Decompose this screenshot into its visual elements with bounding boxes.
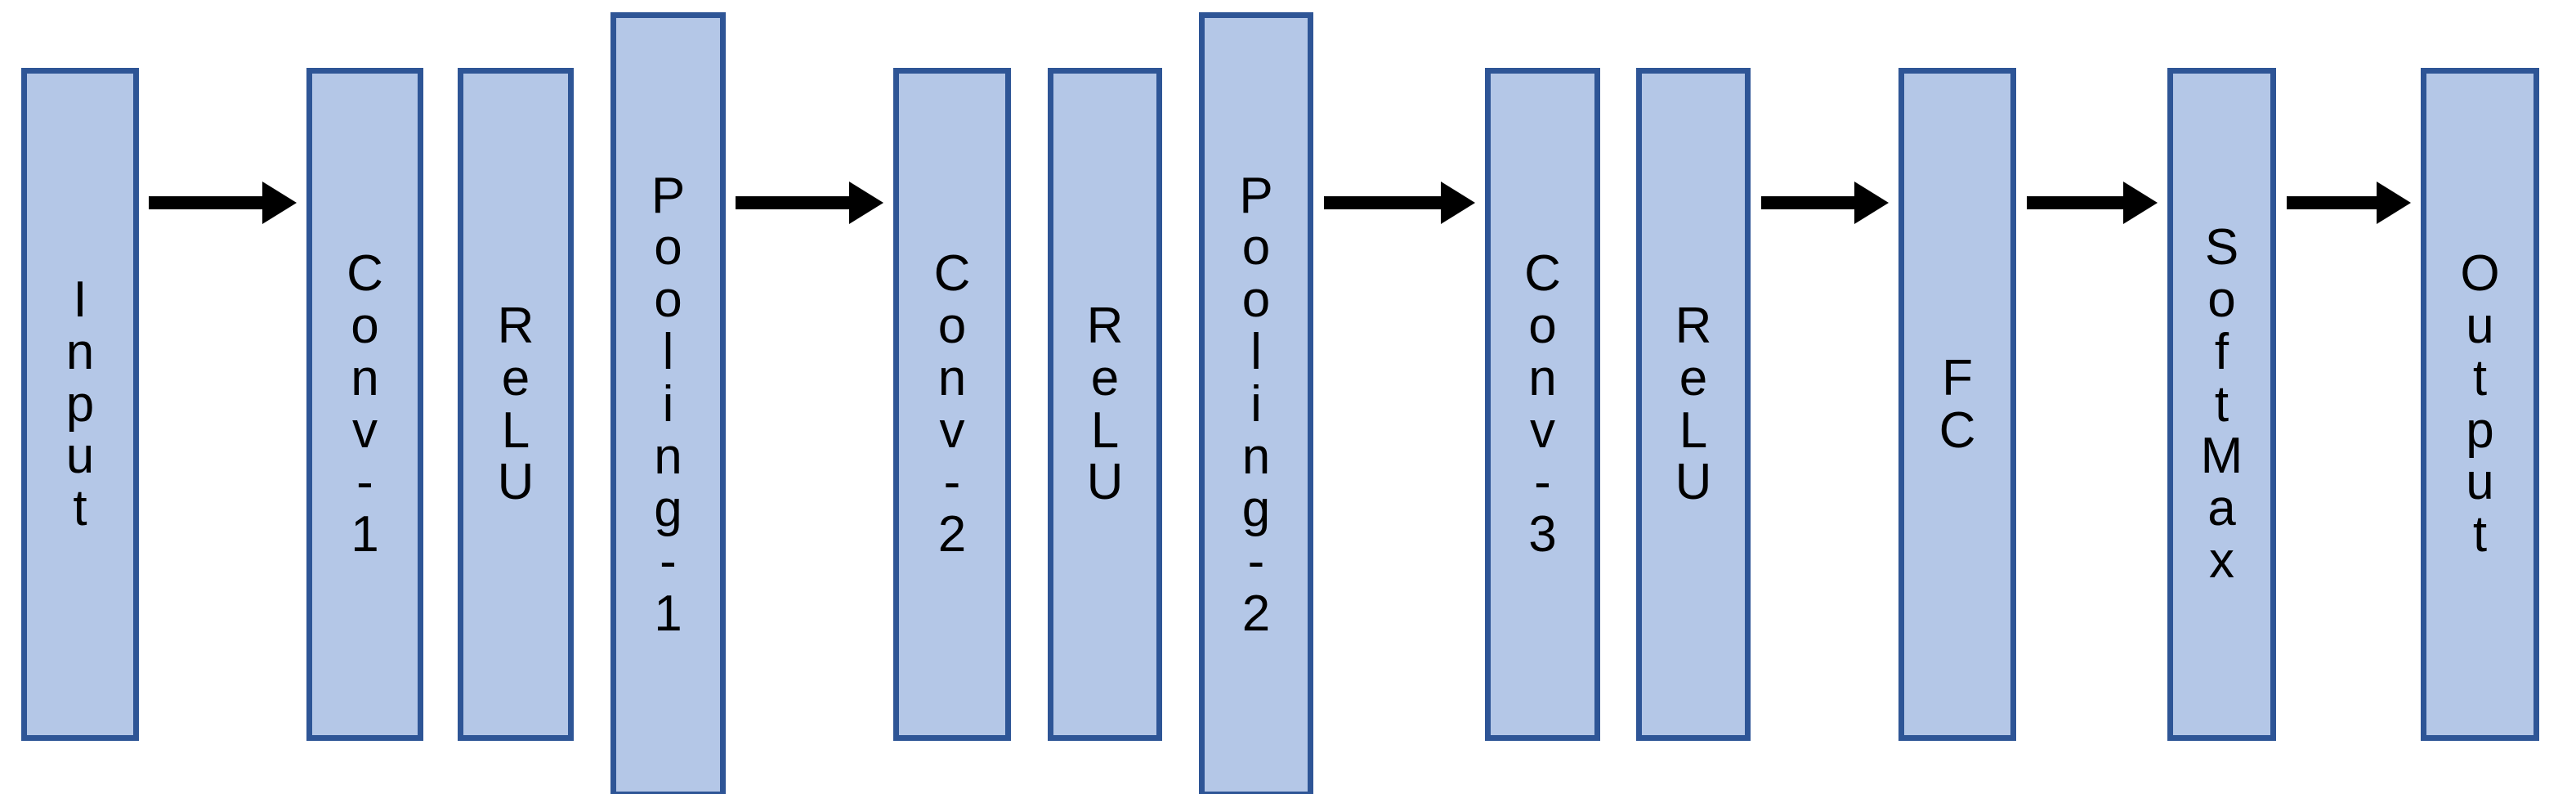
layer-box-output: O u t p u t <box>2421 68 2539 741</box>
layer-box-conv-3: C o n v - 3 <box>1485 68 1600 741</box>
layer-box-relu-3: R e L U <box>1636 68 1751 741</box>
layer-label-pooling-1: P o o l i n g - 1 <box>651 167 686 642</box>
layer-box-softmax: S o f t M a x <box>2167 68 2276 741</box>
layer-label-output: O u t p u t <box>2460 244 2500 563</box>
layer-label-conv-1: C o n v - 1 <box>347 244 383 563</box>
layer-label-pooling-2: P o o l i n g - 2 <box>1239 167 1273 642</box>
layer-box-relu-1: R e L U <box>458 68 574 741</box>
layer-box-pooling-1: P o o l i n g - 1 <box>610 12 726 794</box>
layer-box-fc: F C <box>1898 68 2016 741</box>
layer-label-conv-2: C o n v - 2 <box>933 244 971 563</box>
layer-label-relu-1: R e L U <box>497 297 534 511</box>
layer-label-input: I n p u t <box>65 271 95 537</box>
layer-label-relu-3: R e L U <box>1675 297 1712 511</box>
layer-box-conv-2: C o n v - 2 <box>893 68 1011 741</box>
layer-box-pooling-2: P o o l i n g - 2 <box>1199 12 1313 794</box>
layer-label-relu-2: R e L U <box>1086 297 1124 511</box>
layer-label-fc: F C <box>1939 349 1976 459</box>
layer-box-conv-1: C o n v - 1 <box>306 68 423 741</box>
layer-box-relu-2: R e L U <box>1048 68 1162 741</box>
layer-label-conv-3: C o n v - 3 <box>1524 244 1561 563</box>
layer-box-input: I n p u t <box>21 68 139 741</box>
layer-label-softmax: S o f t M a x <box>2200 218 2243 590</box>
